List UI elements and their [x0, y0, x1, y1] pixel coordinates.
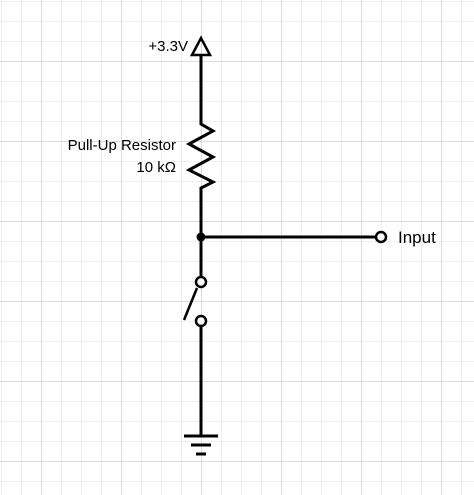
output-label: Input — [398, 228, 436, 247]
supply-arrow-head — [189, 35, 213, 57]
ground-symbol — [184, 434, 218, 456]
switch-lever — [182, 287, 199, 321]
resistor-value-label: 10 kΩ — [136, 159, 176, 176]
power-supply-symbol — [189, 35, 213, 118]
resistor-zigzag — [185, 118, 217, 194]
resistor-name-label: Pull-Up Resistor — [68, 137, 176, 154]
supply-label: +3.3V — [148, 38, 188, 55]
switch-symbol — [182, 275, 208, 328]
switch-top-contact — [194, 275, 208, 289]
switch-bottom-contact — [194, 314, 208, 328]
output-terminal — [374, 230, 388, 244]
